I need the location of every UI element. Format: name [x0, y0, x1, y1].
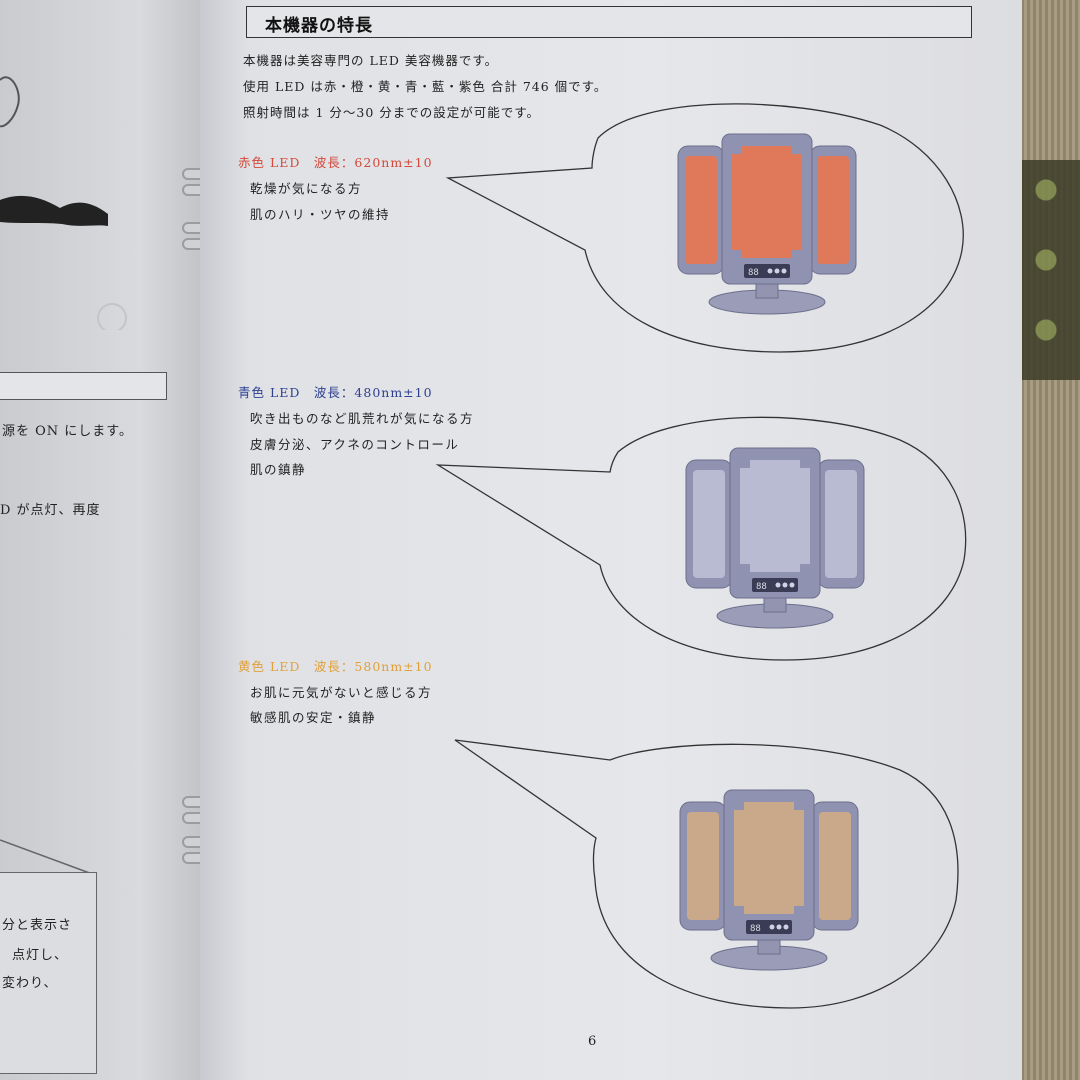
- device-display-readout: 88: [756, 582, 767, 592]
- device-center-led-panel: [732, 146, 802, 258]
- blue-led-benefit-1: 吹き出ものなど肌荒れが気になる方: [250, 411, 475, 426]
- yellow-led-benefit-2: 敏感肌の安定・鎮静: [250, 710, 377, 725]
- device-control-display: [746, 920, 792, 934]
- device-center-led-panel: [740, 460, 810, 572]
- speech-bubble-yellow: [454, 739, 959, 1009]
- intro-line-2: 使用 LED は赤・橙・黄・青・藍・紫色 合計 746 個です。: [243, 79, 608, 94]
- led-device-yellow: 88: [679, 789, 859, 971]
- device-control-button: [789, 582, 795, 588]
- speech-bubble-red: [445, 103, 964, 353]
- blue-led-heading: 青色 LED 波長：480nm±10: [238, 385, 433, 400]
- left-diagram-lines: [0, 839, 96, 876]
- device-control-button: [767, 268, 773, 274]
- tatami-border-pattern: [1016, 160, 1080, 380]
- device-control-button: [769, 924, 775, 930]
- device-right-led-panel: [825, 470, 857, 578]
- left-box-line-3: 変わり、: [2, 976, 58, 991]
- left-box-line-1: 分と表示さ: [2, 918, 73, 933]
- device-left-led-panel: [685, 156, 717, 264]
- intro-line-1: 本機器は美容専門の LED 美容機器です。: [243, 53, 499, 68]
- device-left-led-panel: [687, 812, 719, 920]
- device-control-display: [744, 264, 790, 278]
- red-led-benefit-2: 肌のハリ・ツヤの維持: [250, 207, 391, 222]
- left-page-illustration: [0, 76, 127, 330]
- device-center-led-panel: [734, 802, 804, 914]
- device-control-button: [774, 268, 780, 274]
- device-control-button: [776, 924, 782, 930]
- left-section-heading-box: [0, 372, 167, 400]
- device-control-button: [775, 582, 781, 588]
- led-device-red: 88: [677, 133, 857, 315]
- section-header-box: 本機器の特長: [246, 6, 972, 38]
- device-display-readout: 88: [748, 268, 759, 278]
- intro-line-3: 照射時間は 1 分～30 分までの設定が可能です。: [243, 105, 541, 120]
- red-led-benefit-1: 乾燥が気になる方: [250, 181, 363, 196]
- device-control-button: [783, 924, 789, 930]
- yellow-led-heading: 黄色 LED 波長：580nm±10: [238, 659, 433, 674]
- device-control-button: [781, 268, 787, 274]
- left-box-line-2: 点灯し、: [12, 948, 69, 963]
- speech-bubbles: [435, 103, 967, 1009]
- device-right-led-panel: [817, 156, 849, 264]
- device-control-display: [752, 578, 798, 592]
- page-title: 本機器の特長: [265, 16, 373, 36]
- blue-led-benefit-2: 皮膚分泌、アクネのコントロール: [250, 437, 460, 452]
- yellow-led-benefit-1: お肌に元気がないと感じる方: [250, 685, 433, 700]
- left-text-led-on: D が点灯、再度: [0, 503, 101, 518]
- device-control-button: [782, 582, 788, 588]
- device-display-readout: 88: [750, 924, 761, 934]
- device-right-led-panel: [819, 812, 851, 920]
- device-left-led-panel: [693, 470, 725, 578]
- blue-led-benefit-3: 肌の鎮静: [250, 462, 307, 477]
- page-number: 6: [588, 1034, 597, 1049]
- left-text-power-on: 源を ON にします。: [2, 424, 133, 439]
- speech-bubble-blue: [435, 416, 967, 661]
- red-led-heading: 赤色 LED 波長：620nm±10: [238, 155, 433, 170]
- left-text-frame: [0, 872, 97, 1074]
- led-device-blue: 88: [685, 447, 865, 629]
- left-page: 源を ON にします。 D が点灯、再度 分と表示さ 点灯し、 変わり、: [0, 0, 200, 1080]
- right-page: 本機器の特長 本機器は美容専門の LED 美容機器です。 使用 LED は赤・橙…: [200, 0, 1022, 1080]
